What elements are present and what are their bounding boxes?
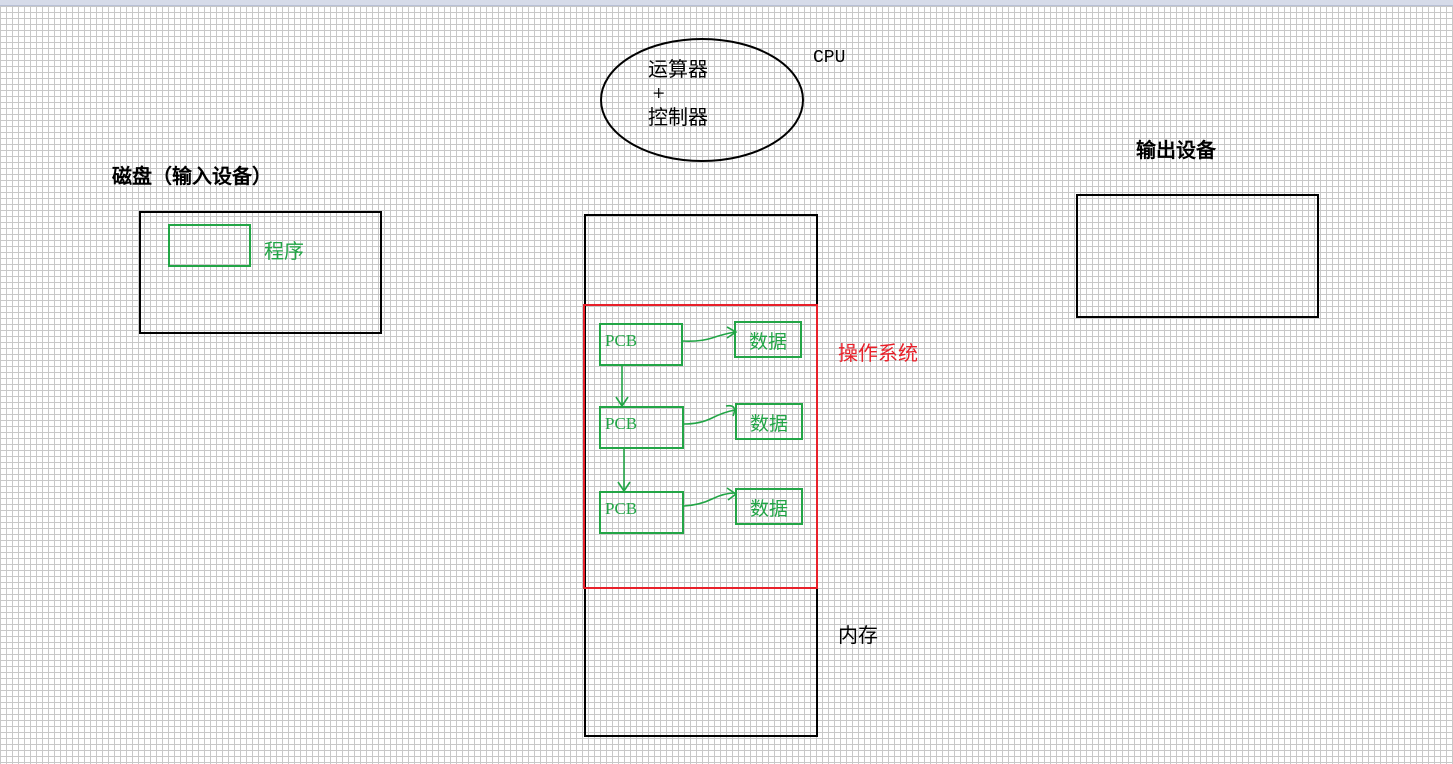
data-label: 数据 bbox=[748, 331, 787, 353]
pcb-box: PCB bbox=[599, 406, 684, 449]
data-box: 数据 bbox=[734, 321, 802, 358]
plus-sign: + bbox=[652, 83, 666, 102]
output-box bbox=[1076, 194, 1319, 318]
cpu-text: 运算器 + 控制器 bbox=[648, 56, 738, 130]
pcb-label: PCB bbox=[605, 331, 638, 350]
control-unit-label: 控制器 bbox=[648, 105, 708, 129]
window-top-strip bbox=[0, 0, 1453, 6]
program-label: 程序 bbox=[264, 239, 304, 263]
data-label: 数据 bbox=[749, 498, 788, 520]
data-box: 数据 bbox=[735, 403, 803, 440]
disk-label: 磁盘（输入设备） bbox=[112, 164, 272, 188]
pcb-data-arrow-2 bbox=[683, 404, 736, 425]
memory-label: 内存 bbox=[838, 623, 878, 647]
os-label: 操作系统 bbox=[838, 341, 918, 365]
pcb-label: PCB bbox=[605, 499, 638, 518]
output-label: 输出设备 bbox=[1136, 138, 1216, 162]
os-region bbox=[583, 304, 818, 589]
cpu-ellipse bbox=[600, 38, 804, 162]
program-box bbox=[168, 224, 251, 267]
pcb-box: PCB bbox=[599, 491, 684, 534]
pcb-data-arrow-1 bbox=[681, 326, 738, 342]
data-label: 数据 bbox=[749, 413, 788, 435]
alu-label: 运算器 bbox=[648, 57, 708, 81]
pcb-label: PCB bbox=[605, 414, 638, 433]
data-box: 数据 bbox=[735, 488, 803, 525]
pcb-box: PCB bbox=[599, 323, 683, 366]
disk-box bbox=[139, 211, 382, 334]
cpu-label: CPU bbox=[813, 48, 846, 68]
